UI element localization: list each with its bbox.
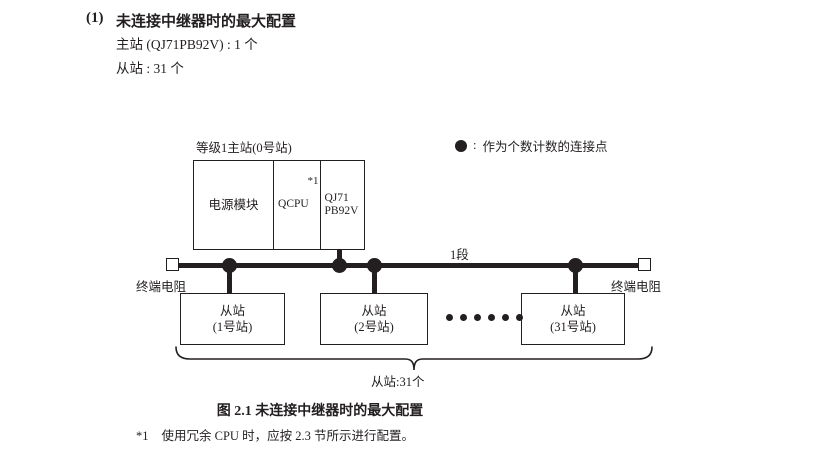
rack-cell-power-supply-label: 电源模块	[208, 197, 259, 212]
rack-cell-profibus-module: QJ71 PB92V	[321, 161, 365, 249]
legend-separator: :	[473, 138, 477, 152]
rack-cell-cpu: QCPU *1	[274, 161, 321, 249]
segment-label: 1段	[450, 248, 469, 262]
slave-station-number: (2号站)	[354, 320, 394, 334]
spec-line-slave: 从站 : 31 个	[116, 61, 184, 76]
legend: : 作为个数计数的连接点	[455, 136, 608, 155]
slave-station-number: (31号站)	[550, 320, 596, 334]
terminator-left-label: 终端电阻	[136, 280, 187, 294]
bus-node-dot-icon	[568, 258, 583, 273]
slave-station-box: 从站 (31号站)	[521, 293, 625, 345]
slave-drop-lead	[227, 268, 232, 294]
slave-station-box: 从站 (1号站)	[180, 293, 285, 345]
ellipsis-dot-icon	[446, 314, 453, 321]
master-rack: 电源模块 QCPU *1 QJ71 PB92V	[193, 160, 365, 250]
dot-filled-icon	[455, 139, 467, 152]
ellipsis-dot-icon	[502, 314, 509, 321]
heading-number: (1)	[86, 10, 104, 26]
bus-line	[174, 263, 643, 268]
slave-station-number: (1号站)	[212, 320, 253, 334]
slave-drop-lead	[372, 268, 377, 294]
bus-node-dot-icon	[367, 258, 382, 273]
terminator-right-icon	[638, 258, 651, 271]
footnote-mark: *1	[136, 429, 149, 443]
slave-station-title: 从站	[361, 303, 387, 318]
slave-station-box: 从站 (2号站)	[320, 293, 428, 345]
rack-cell-power-supply: 电源模块	[194, 161, 275, 249]
ellipsis-dot-icon	[460, 314, 467, 321]
ellipsis-dots-icon	[446, 314, 523, 321]
slave-group-label: 从站:31个	[371, 375, 425, 389]
slave-group-brace	[174, 346, 654, 377]
bus-node-dot-icon	[222, 258, 237, 273]
rack-cell-cpu-label: QCPU	[278, 198, 309, 211]
ellipsis-dot-icon	[516, 314, 523, 321]
legend-label: 作为个数计数的连接点	[482, 140, 608, 154]
bus-node-dot-icon	[332, 258, 347, 273]
rack-cell-profibus-module-label: QJ71 PB92V	[324, 191, 359, 217]
ellipsis-dot-icon	[474, 314, 481, 321]
terminator-right-label: 终端电阻	[611, 280, 662, 294]
figure-caption: 图 2.1 未连接中继器时的最大配置	[216, 404, 424, 419]
page-title: 未连接中继器时的最大配置	[116, 14, 297, 30]
slave-station-title: 从站	[560, 303, 586, 318]
terminator-left-icon	[166, 258, 179, 271]
footnote-text: 使用冗余 CPU 时，应按 2.3 节所示进行配置。	[161, 429, 414, 443]
ellipsis-dot-icon	[488, 314, 495, 321]
master-station-label: 等级1主站(0号站)	[196, 141, 292, 155]
slave-station-title: 从站	[219, 303, 245, 318]
footnote-marker-icon: *1	[307, 175, 319, 187]
slave-drop-lead	[573, 268, 578, 294]
footnote: *1 使用冗余 CPU 时，应按 2.3 节所示进行配置。	[136, 425, 414, 444]
spec-line-master: 主站 (QJ71PB92V) : 1 个	[116, 37, 258, 52]
